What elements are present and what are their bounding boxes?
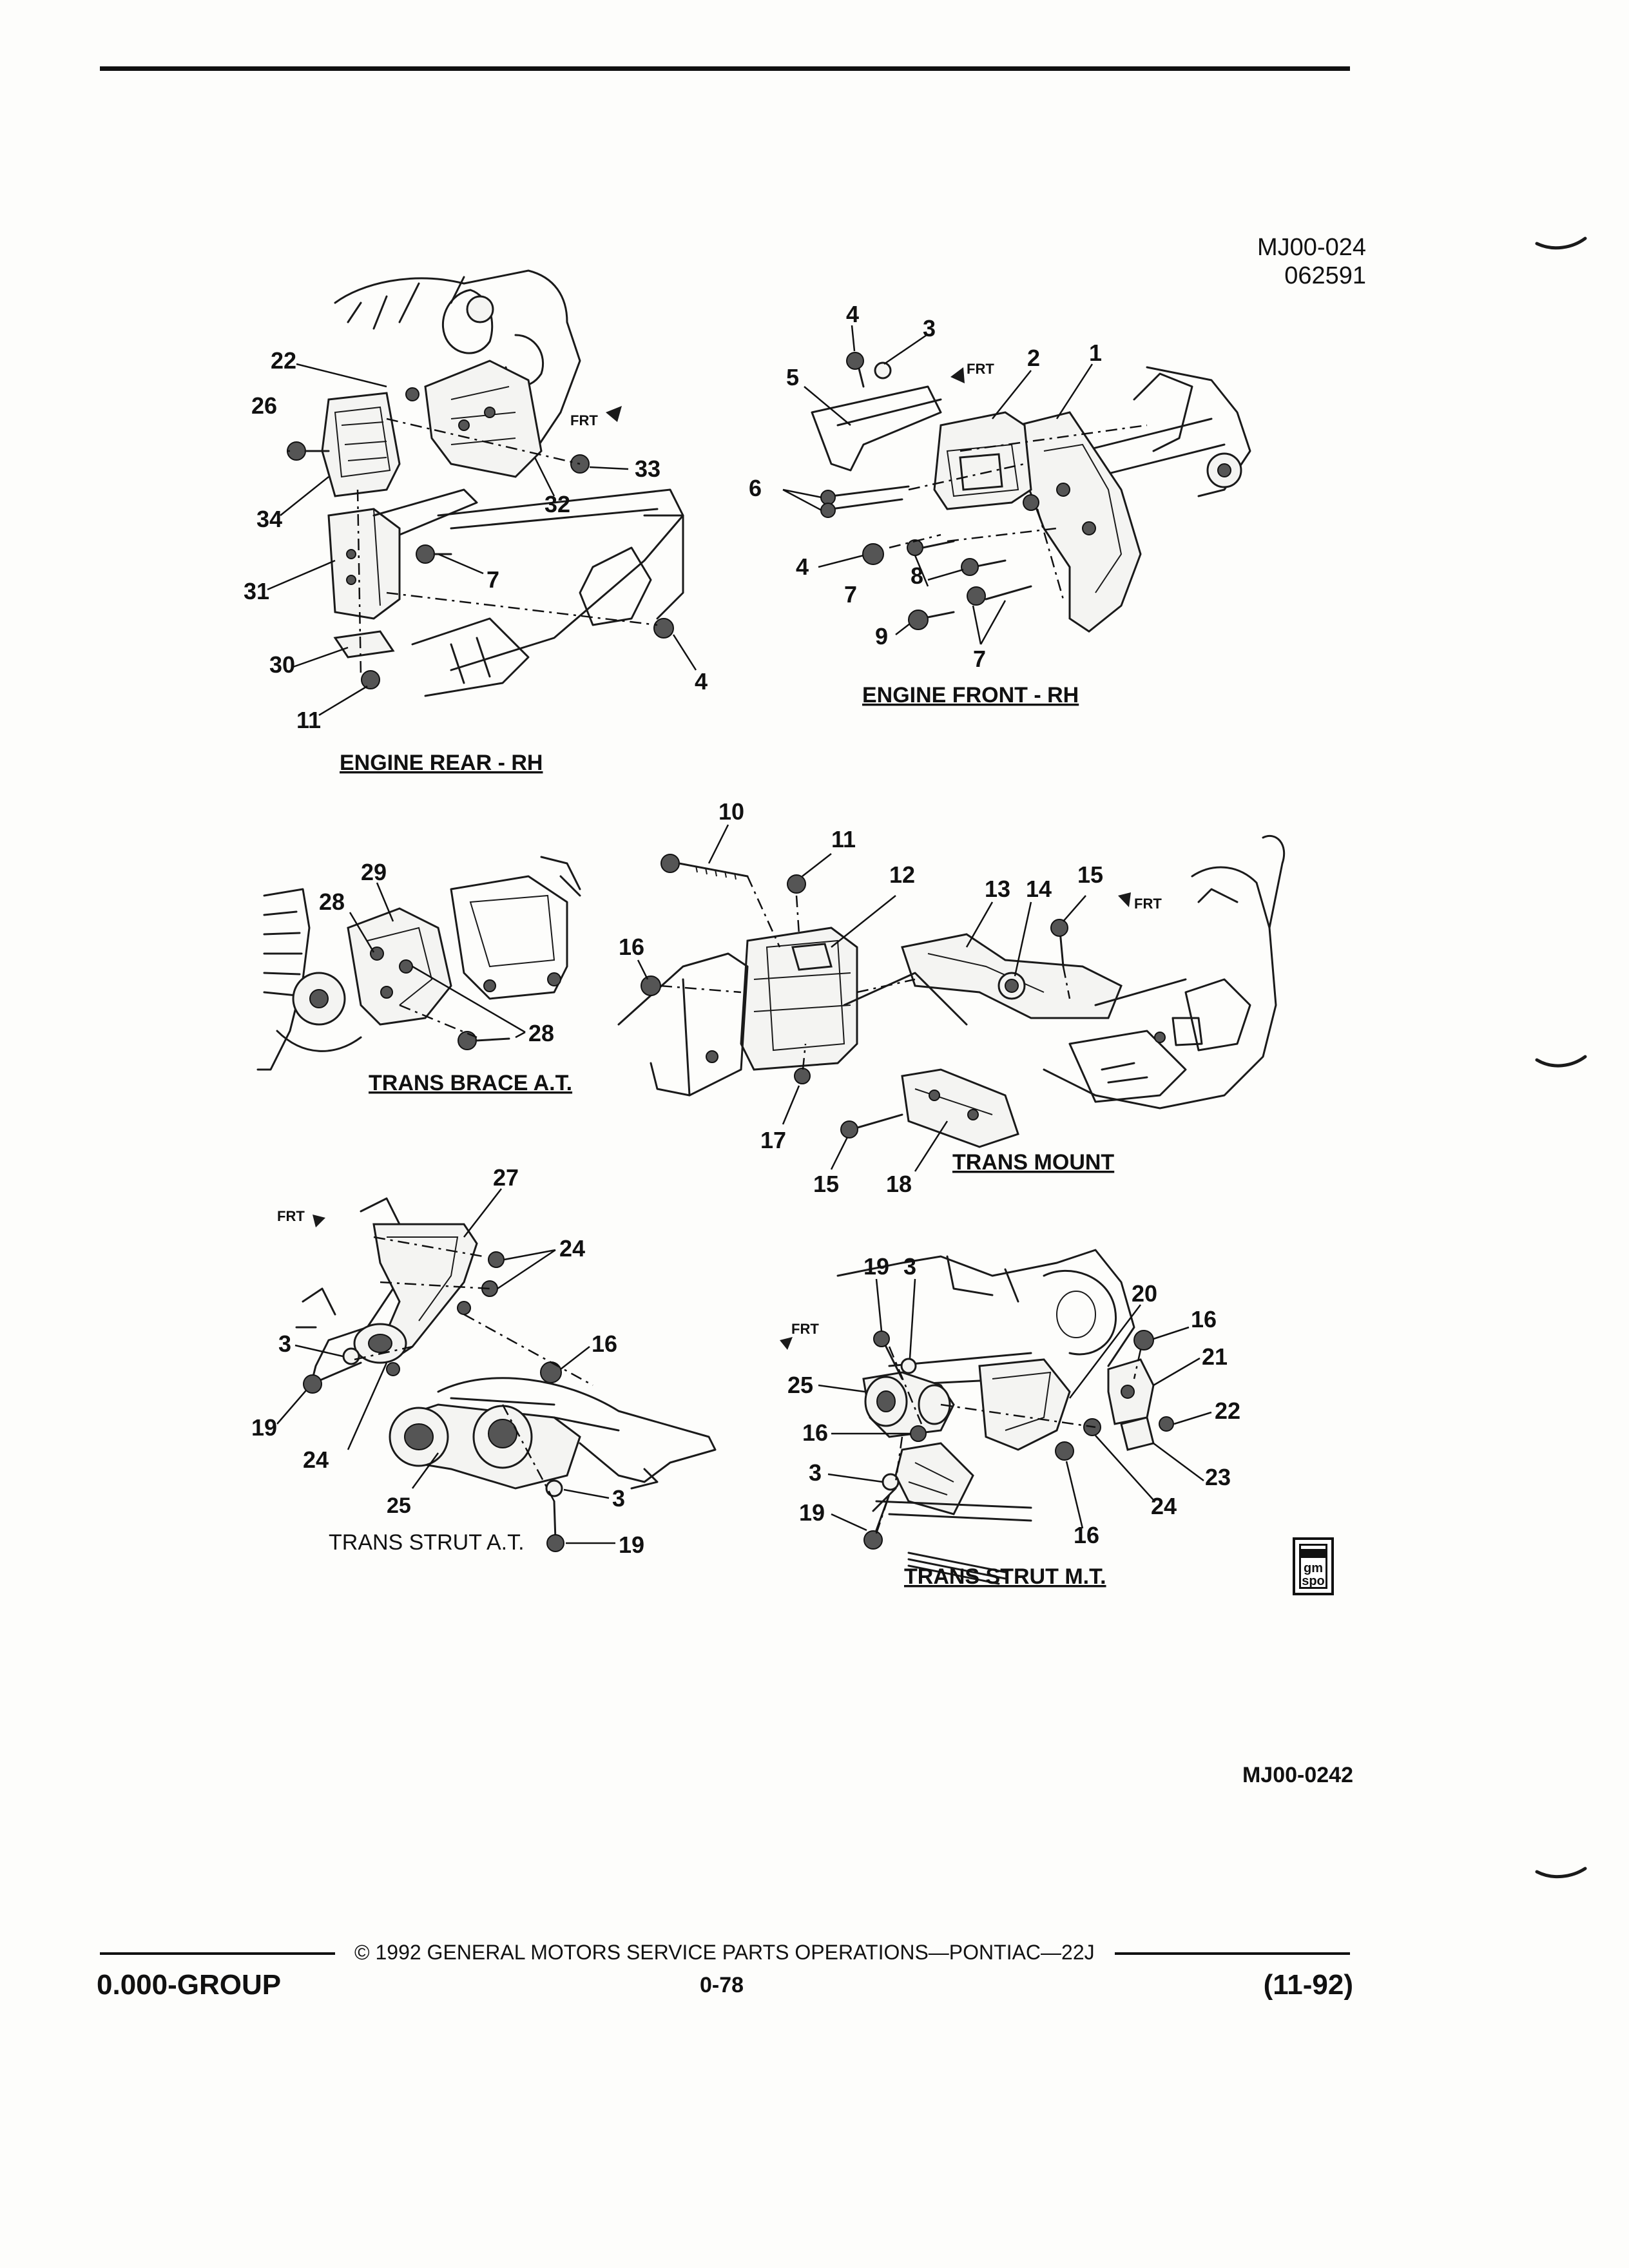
- callout-er-26: 26: [251, 392, 277, 419]
- margin-mark-1: [1535, 236, 1587, 250]
- callout-tb-28-top: 28: [319, 889, 345, 915]
- callout-ef-1: 1: [1089, 340, 1102, 366]
- callout-tsm-22: 22: [1215, 1398, 1240, 1424]
- callout-tm-11: 11: [831, 826, 856, 852]
- trans-strut-at-frt-arrow-icon: [313, 1215, 325, 1227]
- callout-tsa-24-top: 24: [559, 1235, 585, 1262]
- top-rule: [100, 66, 1350, 71]
- callout-tm-16: 16: [619, 934, 644, 960]
- footer-rule-right: [1115, 1952, 1350, 1955]
- trans-mount-caption: TRANS MOUNT: [952, 1150, 1114, 1175]
- callout-tsm-21: 21: [1202, 1343, 1228, 1370]
- engine-front-frt-label: FRT: [967, 361, 994, 377]
- callout-tsa-3-right: 3: [612, 1485, 625, 1512]
- callout-tm-10: 10: [718, 798, 744, 825]
- callout-tsm-16-left: 16: [802, 1419, 828, 1446]
- callout-er-32: 32: [545, 491, 570, 517]
- margin-mark-3: [1535, 1867, 1587, 1879]
- callout-tm-15-bottom: 15: [813, 1171, 839, 1197]
- engine-rear-frt-arrow-icon: [606, 406, 622, 422]
- callout-tsm-3-top: 3: [903, 1253, 916, 1280]
- engine-rear-caption: ENGINE REAR - RH: [340, 751, 543, 775]
- figure-code-block: MJ00-024 062591: [1218, 233, 1366, 290]
- callout-tm-15-top: 15: [1077, 861, 1103, 888]
- callout-tsm-16-top: 16: [1191, 1306, 1217, 1332]
- callout-ef-9: 9: [875, 623, 888, 649]
- trans-mount-frt-arrow-icon: [1118, 892, 1131, 907]
- footer-group: 0.000-GROUP: [97, 1969, 282, 2001]
- callout-er-11: 11: [296, 707, 321, 733]
- trans-strut-at-caption: TRANS STRUT A.T.: [329, 1530, 525, 1555]
- callout-tsm-20: 20: [1132, 1280, 1157, 1307]
- callout-tsa-25: 25: [387, 1494, 411, 1518]
- trans-strut-mt-frt-label: FRT: [791, 1321, 819, 1337]
- gm-spo-logo: gm spo: [1293, 1537, 1334, 1595]
- trans-mount-illustration: FRT 10 11 12 13 14 15 16 17 15 18 TRANS …: [617, 798, 1286, 1197]
- figure-code: MJ00-024: [1257, 234, 1366, 261]
- callout-tsa-19-right: 19: [619, 1532, 644, 1558]
- callout-tsa-16: 16: [592, 1331, 617, 1357]
- callout-tsa-19-left: 19: [251, 1414, 277, 1441]
- callout-tm-13: 13: [985, 876, 1010, 902]
- callout-ef-4-bottom: 4: [796, 553, 809, 580]
- callout-er-30: 30: [269, 651, 295, 678]
- trans-mount-frt-label: FRT: [1134, 896, 1162, 912]
- engine-front-illustration: FRT 4 3 5 2 1 6 4 7 8 7 9 7: [749, 301, 1251, 707]
- engine-rear-illustration: FRT 22 26 34 31 30 11 7 4 33 32 ENGINE R…: [244, 269, 708, 775]
- trans-strut-mt-caption: TRANS STRUT M.T.: [904, 1564, 1106, 1589]
- trans-strut-mt-frt-arrow-icon: [780, 1337, 793, 1350]
- callout-er-4: 4: [695, 668, 708, 695]
- callout-tm-17: 17: [760, 1127, 786, 1153]
- engine-front-frt-arrow-icon: [950, 367, 965, 383]
- callout-tsm-25: 25: [787, 1372, 813, 1398]
- callout-ef-6: 6: [749, 475, 762, 501]
- trans-brace-illustration: 29 28 28 TRANS BRACE A.T.: [256, 856, 581, 1095]
- callout-tsa-27: 27: [493, 1164, 519, 1191]
- callout-er-34: 34: [256, 506, 282, 532]
- callout-tsm-16-bottom: 16: [1074, 1522, 1099, 1548]
- callout-ef-2: 2: [1027, 345, 1040, 371]
- figure-date: 062591: [1284, 262, 1366, 289]
- callout-tsm-19-top: 19: [863, 1253, 889, 1280]
- callout-tsm-24: 24: [1151, 1493, 1177, 1519]
- logo-frame: [1299, 1544, 1327, 1589]
- callout-ef-4-top: 4: [846, 301, 859, 327]
- trans-strut-at-illustration: FRT 27 24 16 3 19 24 25 3 19 TRANS STRUT…: [251, 1164, 717, 1558]
- callout-tm-18: 18: [886, 1171, 912, 1197]
- logo-text: gm spo: [1302, 1561, 1325, 1588]
- engine-rear-frt-label: FRT: [570, 412, 598, 428]
- callout-ef-7-bottom: 7: [973, 646, 986, 672]
- footer-page-number: 0-78: [699, 1973, 744, 1997]
- callout-tb-28-bottom: 28: [528, 1020, 554, 1046]
- margin-mark-2: [1535, 1055, 1587, 1068]
- callout-er-33: 33: [635, 456, 660, 482]
- callout-tm-14: 14: [1026, 876, 1052, 902]
- callout-ef-5: 5: [786, 364, 799, 390]
- callout-er-22: 22: [271, 347, 296, 374]
- callout-tsm-19-bottom: 19: [799, 1499, 825, 1526]
- callout-er-31: 31: [244, 578, 269, 604]
- trans-brace-caption: TRANS BRACE A.T.: [369, 1071, 572, 1095]
- callout-ef-3: 3: [923, 315, 936, 341]
- engine-front-caption: ENGINE FRONT - RH: [862, 683, 1079, 707]
- callout-ef-7-left: 7: [844, 581, 857, 608]
- callout-tsa-24-bottom: 24: [303, 1446, 329, 1473]
- trans-strut-at-frt-label: FRT: [277, 1208, 305, 1224]
- callout-tsm-3-bottom: 3: [809, 1459, 822, 1486]
- footer-copyright: © 1992 GENERAL MOTORS SERVICE PARTS OPER…: [348, 1941, 1101, 1965]
- callout-tsm-23: 23: [1205, 1464, 1231, 1490]
- footer-rule-left: [100, 1952, 335, 1955]
- callout-ef-8: 8: [911, 562, 923, 589]
- callout-tb-29: 29: [361, 859, 387, 885]
- logo-band: [1299, 1549, 1327, 1558]
- callout-tm-12: 12: [889, 861, 915, 888]
- bottom-figure-code: MJ00-0242: [1242, 1763, 1353, 1787]
- trans-strut-mt-illustration: FRT 19 3 20 16 21 25 22 16 23: [780, 1249, 1240, 1589]
- footer-date: (11-92): [1263, 1969, 1353, 2001]
- callout-er-7: 7: [487, 566, 499, 593]
- callout-tsa-3-left: 3: [278, 1331, 291, 1357]
